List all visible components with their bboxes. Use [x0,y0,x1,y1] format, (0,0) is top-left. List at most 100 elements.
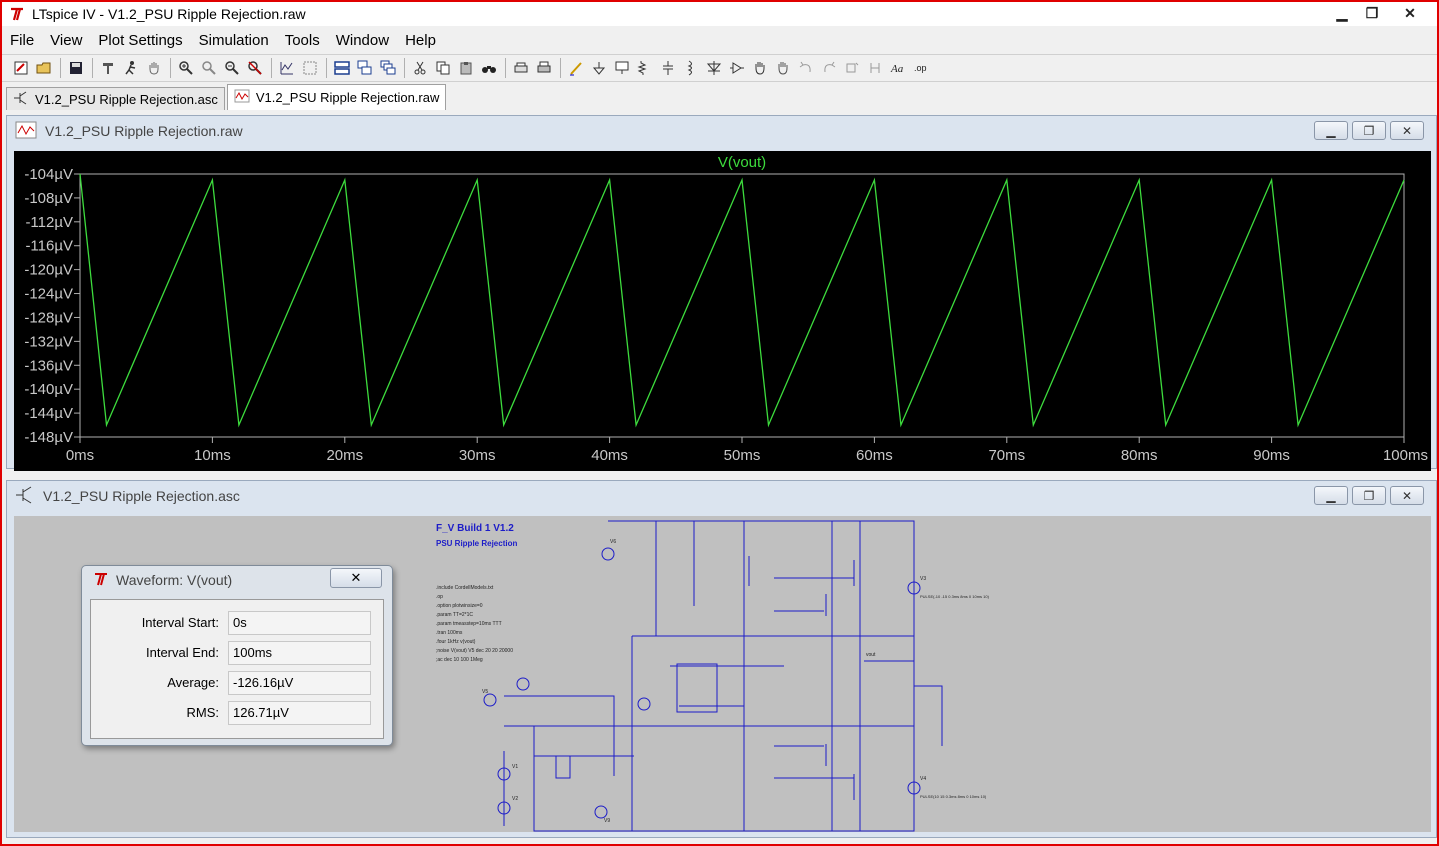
paste-icon[interactable] [455,57,477,79]
minimize-button[interactable]: ▁ [1336,4,1348,21]
trace-label[interactable]: V(vout) [718,154,766,171]
tile-horizontal-icon[interactable] [331,57,353,79]
y-tick-label: -136µV [24,357,73,374]
y-tick-label: -116µV [25,238,73,255]
control-panel-icon[interactable] [97,57,119,79]
schematic-restore-button[interactable]: ❐ [1352,486,1386,505]
move-icon[interactable] [749,57,771,79]
capacitor-icon[interactable] [657,57,679,79]
spice-directive[interactable]: .op [436,594,443,600]
mirror-icon[interactable] [864,57,886,79]
waveform-close-button[interactable]: ✕ [1390,121,1424,140]
trace-vout-line[interactable] [79,173,1405,428]
open-icon[interactable] [33,57,55,79]
spice-directive[interactable]: .param TT=2*1C [436,612,473,618]
y-tick-label: -120µV [24,262,73,279]
interval-end-field[interactable]: 100ms [228,641,371,665]
interval-start-field[interactable]: 0s [228,611,371,635]
spice-directive-icon[interactable]: .op [910,57,932,79]
y-tick-label: -124µV [24,286,73,303]
svg-text:.op: .op [914,63,927,73]
x-tick-label: 10ms [194,447,231,464]
ground-icon[interactable] [588,57,610,79]
spice-directive[interactable]: .include CordellModels.txt [436,585,494,591]
menu-help[interactable]: Help [405,31,436,49]
waveform-icon [234,89,250,106]
zoom-cancel-icon[interactable] [244,57,266,79]
zoom-in-icon[interactable] [175,57,197,79]
cut-icon[interactable] [409,57,431,79]
spice-directive[interactable]: .option plotwinsize=0 [436,603,483,609]
zoom-area-icon[interactable] [198,57,220,79]
autorange-icon[interactable] [276,57,298,79]
toolbar: Aa .op [2,54,1437,82]
run-icon[interactable] [120,57,142,79]
waveform-minimize-button[interactable]: ▁ [1314,121,1348,140]
print-preview-icon[interactable] [510,57,532,79]
toolbar-separator [170,58,171,78]
drag-icon[interactable] [772,57,794,79]
average-field[interactable]: -126.16µV [228,671,371,695]
menu-simulation[interactable]: Simulation [198,31,269,49]
waveform-restore-button[interactable]: ❐ [1352,121,1386,140]
copy-icon[interactable] [432,57,454,79]
menu-file[interactable]: File [10,31,35,49]
wire-icon[interactable] [565,57,587,79]
print-icon[interactable] [533,57,555,79]
average-label: Average: [167,675,219,690]
schematic-drawing: F_V Build 1 V1.2 PSU Ripple Rejection .i… [436,520,990,832]
source-label: V3 [920,576,926,582]
new-schematic-icon[interactable] [10,57,32,79]
window-title: LTspice IV - V1.2_PSU Ripple Rejection.r… [32,6,306,22]
dialog-body: Interval Start: 0s Interval End: 100ms A… [90,599,384,739]
label-icon[interactable] [611,57,633,79]
dialog-close-button[interactable]: ✕ [330,568,382,588]
waveform-chart[interactable]: V(vout) -104µV-108µV-112µV-116µV-120µV-1… [14,151,1431,471]
ltspice-logo-icon [92,572,110,589]
y-tick-label: -132µV [24,333,73,350]
tile-vertical-icon[interactable] [354,57,376,79]
x-tick-label: 30ms [459,447,496,464]
x-tick-label: 80ms [1121,447,1158,464]
spice-directive[interactable]: .tran 100ms [436,630,463,636]
schematic-minimize-button[interactable]: ▁ [1314,486,1348,505]
menu-bar: File View Plot Settings Simulation Tools… [2,28,1437,52]
maximize-button[interactable]: ❐ [1365,4,1379,21]
pan-icon[interactable] [143,57,165,79]
tab-waveform[interactable]: V1.2_PSU Ripple Rejection.raw [226,84,447,110]
plot-pane[interactable]: V(vout) -104µV-108µV-112µV-116µV-120µV-1… [14,151,1431,471]
inductor-icon[interactable] [680,57,702,79]
spice-directive[interactable]: .four 1kHz v(vout) [436,639,476,645]
cascade-icon[interactable] [377,57,399,79]
menu-window[interactable]: Window [335,31,390,49]
schematic-close-button[interactable]: ✕ [1390,486,1424,505]
menu-tools[interactable]: Tools [284,31,320,49]
tile-icon[interactable] [299,57,321,79]
menu-plot-settings[interactable]: Plot Settings [98,31,183,49]
interval-end-row: Interval End: 100ms [91,641,385,665]
find-icon[interactable] [478,57,500,79]
redo-icon[interactable] [818,57,840,79]
spice-directive[interactable]: .param tmeasstep=10ms TTT [436,621,502,627]
zoom-out-icon[interactable] [221,57,243,79]
spice-directive[interactable]: ;noise V(vout) V5 dec 20 20 20000 [436,648,513,654]
save-icon[interactable] [65,57,87,79]
toolbar-separator [60,58,61,78]
tab-schematic[interactable]: V1.2_PSU Ripple Rejection.asc [6,87,225,110]
rms-field[interactable]: 126.71µV [228,701,371,725]
average-row: Average: -126.16µV [91,671,385,695]
undo-icon[interactable] [795,57,817,79]
x-tick-label: 60ms [856,447,893,464]
menu-view[interactable]: View [50,31,83,49]
diode-icon[interactable] [703,57,725,79]
rotate-icon[interactable] [841,57,863,79]
close-button[interactable]: ✕ [1404,4,1416,21]
waveform-window: V1.2_PSU Ripple Rejection.raw ▁ ❐ ✕ V(vo… [6,115,1437,471]
component-icon[interactable] [726,57,748,79]
resistor-icon[interactable] [634,57,656,79]
toolbar-separator [326,58,327,78]
text-icon[interactable]: Aa [887,57,909,79]
spice-directive[interactable]: ;ac dec 10 100 1Meg [436,657,483,663]
source-label: V5 [482,689,488,695]
toolbar-separator [271,58,272,78]
